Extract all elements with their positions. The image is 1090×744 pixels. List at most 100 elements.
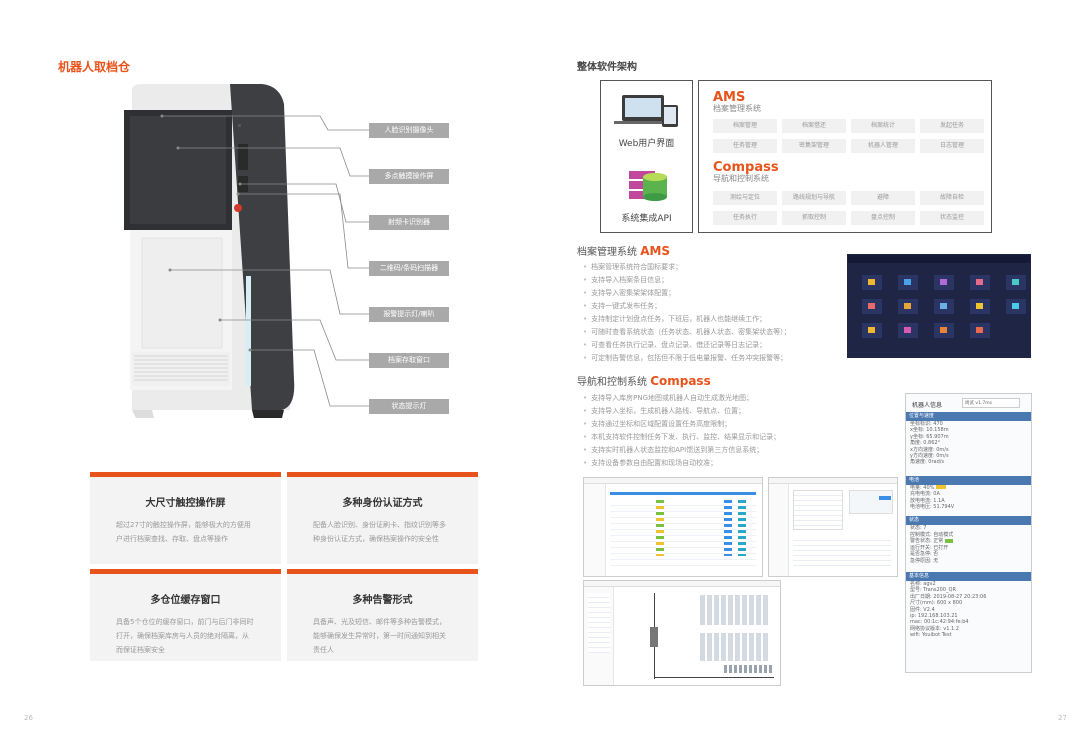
feature-desc: 具备5个仓位的缓存窗口，前门与后门非同时打开，确保档案库房与人员的绝对隔离，从而… [116,618,254,654]
api-label: 系统集成API [621,214,672,224]
list-item: 支持通过坐标和区域配置设置任务高度限制； [583,418,893,431]
kv-line: 电池电压: 51.794V [910,504,955,511]
battery-icon [935,485,946,490]
kv-line: 充电电流: 0A [910,491,940,498]
ams-module: 任务管理 [713,139,777,153]
feature-title: 多仓位缓存窗口 [150,595,221,606]
kv-line: x方向速度: 0m/s [910,446,949,453]
list-item: 支持导入库房PNG地图或机器人自动生成激光地图； [583,392,893,405]
kv-line: 尺寸(mm): 600 x 800 [910,600,963,607]
callout-lines [160,114,369,407]
kv-line: 固件: V2.4 [910,606,935,613]
callout-alarm-light: 报警提示灯/喇叭 [369,307,449,322]
kv-line: 急停原因: 无 [910,557,939,564]
list-item: 可随时查看系统状态（任务状态、机器人状态、密集架状态等）； [583,326,841,339]
ams-module: 档案管理 [713,119,777,133]
ams-module: 档案借还 [782,119,846,133]
robot-selector[interactable]: 尚武 v1.7ms [962,398,1020,408]
feature-accent-bar [90,569,281,574]
architecture-title: 整体软件架构 [577,62,637,73]
kv-line: 型号: Trans200_QR [910,587,956,594]
robot-info-panel: 机器人信息 尚武 v1.7ms 位置与速度 坐标标识: 470 x坐标: 10.… [905,393,1032,673]
kv-line: 名称: agv2 [910,580,936,587]
ams-bullet-list: 档案管理系统符合国标要求； 支持导入档案条目信息； 支持导入密集架架体配置； 支… [583,261,841,365]
robot-info-title: 机器人信息 [912,402,943,409]
feature-accent-bar [90,472,281,477]
ams-dashboard-screenshot [847,254,1031,358]
robot-cabinet-image [124,84,295,418]
compass-module: 状态监控 [920,211,984,225]
list-item: 支持实时机器人状态监控和API馈送到第三方信息系统； [583,444,893,457]
ams-module: 发起任务 [920,119,984,133]
list-item: 支持导入密集架架体配置； [583,287,841,300]
ams-module: 机器人管理 [851,139,915,153]
kv-line: 警告状态: 正常 [906,538,1031,544]
feature-accent-bar [287,472,478,477]
compass-module: 避障 [851,191,915,205]
feature-card: 多仓位缓存窗口 具备5个仓位的缓存窗口，前门与后门非同时打开，确保档案库房与人员… [90,569,281,661]
interface-box: Web用户界面 系统集成API [600,80,693,233]
ams-section-title: 档案管理系统 AMS [577,243,670,258]
compass-bullet-list: 支持导入库房PNG地图或机器人自动生成激光地图； 支持导入坐标，生成机器人路线、… [583,392,893,470]
feature-title: 多种告警形式 [352,595,413,606]
compass-module: 盘点控制 [851,211,915,225]
kv-line: y坐标: 65.907m [910,433,949,440]
ams-section-name: AMS [640,244,671,258]
list-item: 本机支持软件控制任务下发、执行、监控、结果显示和记录； [583,431,893,444]
list-item: 支持一键式发布任务； [583,300,841,313]
kv-line: 运行开关: 已打开 [910,544,949,551]
feature-desc: 具备声、光及短信、邮件等多种告警模式，能够确保发生异常时，第一时间通知到相关责任… [313,618,446,654]
systems-box: AMS 档案管理系统 档案管理 档案借还 档案统计 发起任务 任务管理 密集架管… [698,80,992,233]
section-header: 状态 [906,516,1031,526]
list-item: 可定制告警信息，包括但不限于低电量报警、任务冲突报警等； [583,352,841,365]
section-header: 基本信息 [906,571,1031,581]
kv-line: 控制模式: 自动模式 [910,531,954,538]
kv-line: x坐标: 10.158m [910,427,949,434]
compass-subtitle: 导航和控制系统 [713,174,769,183]
feature-title: 多种身份认证方式 [342,498,423,509]
kv-line: 出厂日期: 2019-08-27 20:23:06 [910,593,987,600]
list-item: 档案管理系统符合国标要求； [583,261,841,274]
kv-line: 是否急停: 否 [910,551,939,558]
list-item: 支持导入档案条目信息； [583,274,841,287]
page-number-left: 26 [24,714,33,722]
ams-section-prefix: 档案管理系统 [577,247,637,258]
list-item: 支持导入坐标，生成机器人路线、导航点、位置； [583,405,893,418]
warning-status: 警告状态: 正常 [910,538,944,545]
compass-section-name: Compass [650,374,711,388]
feature-desc: 配备人脸识别、身份证刷卡、指纹识别等多种身份认证方式，确保档案操作的安全性 [313,521,446,543]
section-header: 位置与速度 [906,412,1031,421]
compass-module: 任务执行 [713,211,777,225]
ams-module: 密集架管理 [782,139,846,153]
kv-line: 坐标标识: 470 [910,421,943,427]
compass-section-title: 导航和控制系统 Compass [577,373,711,388]
kv-line: y方向速度: 0m/s [910,453,949,460]
compass-module: 路线规划与导航 [782,191,846,205]
devices-icon [614,95,678,127]
task-table-screenshot [583,477,763,577]
ams-name: AMS [713,90,746,105]
callout-face-camera: 人脸识别摄像头 [369,123,449,138]
feature-accent-bar [287,569,478,574]
ams-subtitle: 档案管理系统 [713,104,761,113]
compass-name: Compass [713,160,779,175]
kv-line: 网络协议版本: v1.1.2 [910,625,959,632]
list-item: 支持设备参数自由配置和现场自动校准； [583,457,893,470]
kv-line: 角速度: 0rad/s [910,459,945,466]
ams-module: 日志管理 [920,139,984,153]
callout-touch-screen: 多点触摸操作屏 [369,169,449,184]
web-ui-label: Web用户界面 [618,139,675,149]
kv-line: 状态: 7 [910,525,927,532]
feature-card: 多种告警形式 具备声、光及短信、邮件等多种告警模式，能够确保发生异常时，第一时间… [287,569,478,661]
compass-module: 故障自检 [920,191,984,205]
page-title-left: 机器人取档仓 [58,60,131,74]
feature-card: 大尺寸触控操作屏 超过27寸的触控操作屏，能够极大的方便用户进行档案查找、存取、… [90,472,281,564]
callout-rfid-reader: 射频卡识别器 [369,215,449,230]
robot-info-sections: 位置与速度 坐标标识: 470 x坐标: 10.158m y坐标: 65.907… [906,412,1031,639]
kv-line: mac: 00:1c:42:94:fe:b4 [910,619,969,626]
callout-status-light: 状态提示灯 [369,399,449,414]
kv-line: ip: 192.168.103.21 [910,612,958,619]
ams-module: 档案统计 [851,119,915,133]
callout-barcode-scanner: 二维码/条码扫描器 [369,261,449,276]
status-ok-icon [944,538,953,543]
